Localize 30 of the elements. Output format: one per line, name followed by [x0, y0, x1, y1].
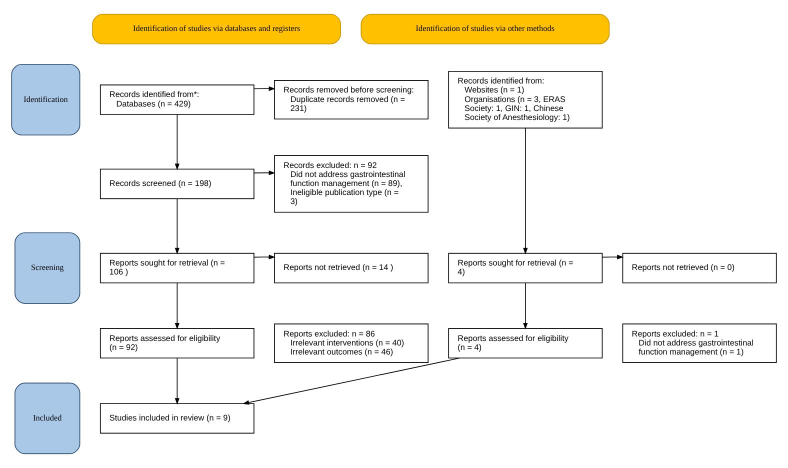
node-box: Identification of studies via databases and registers — [92, 14, 342, 44]
node-box: Identification — [11, 64, 80, 136]
node-box: Reports sought for retrieval (n = 4) — [448, 252, 603, 284]
node-box: Included — [14, 382, 80, 454]
arrow — [602, 254, 624, 260]
node-box: Reports assessed for eligibility (n = 92) — [100, 328, 254, 358]
arrow — [254, 170, 276, 176]
node-box: Identification of studies via other methods — [360, 14, 610, 44]
node-box: Reports excluded: n = 86 Irrelevant interventions (n = 40) Irrelevant outcomes (n = 46) — [274, 324, 428, 363]
node-box: Studies included in review (n = 9) — [100, 403, 254, 434]
arrow — [174, 282, 180, 330]
node-box: Records removed before screening: Duplicate records removed (n = 231) — [274, 80, 428, 120]
node-box: Reports not retrieved (n = 0) — [622, 252, 777, 284]
node-box: Reports assessed for eligibility (n = 4) — [448, 328, 603, 358]
arrow — [254, 254, 276, 260]
node-box: Reports excluded: n = 1 Did not address gastrointestinal function management (n = 1) — [622, 324, 777, 363]
node-box: Records screened (n = 198) — [100, 168, 254, 200]
node-box: Records identified from: Websites (n = 1) Organisations (n = 3, ERAS Society: 1, GIN: 1, Chinese Society of Anesthesiology: 1) — [448, 70, 603, 128]
node-box: Reports not retrieved (n = 14 ) — [274, 252, 428, 284]
arrow — [254, 86, 276, 91]
node-box: Reports sought for retrieval (n = 106 ) — [100, 252, 254, 284]
arrow — [523, 282, 528, 330]
arrow — [174, 114, 180, 170]
node-box: Records excluded: n = 92 Did not address gastrointestinal function management (n = 89), Ineligible publication type (n = 3) — [274, 155, 428, 213]
arrow — [174, 358, 180, 405]
arrow — [523, 128, 528, 254]
node-box: Records identified from*: Databases (n = 429) — [100, 84, 254, 115]
arrow — [242, 358, 460, 405]
arrow — [174, 198, 180, 254]
node-box: Screening — [14, 232, 80, 304]
